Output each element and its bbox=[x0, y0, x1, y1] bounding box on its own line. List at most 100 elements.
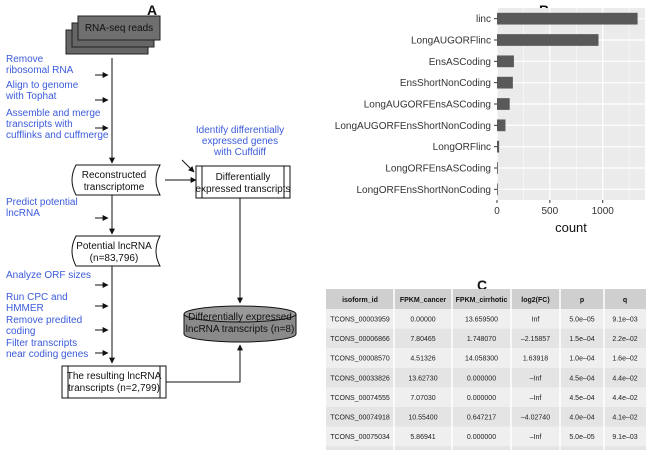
table-cell-5-2: 0.647217 bbox=[467, 415, 496, 422]
x-axis-title: count bbox=[555, 220, 587, 235]
table-cell-0-4: 5.0e–05 bbox=[569, 317, 594, 324]
table-cell-0-0: TCONS_00003959 bbox=[330, 317, 390, 324]
table-cell-2-3: 1.63918 bbox=[523, 356, 548, 363]
table-cell-6-0: TCONS_00075034 bbox=[330, 434, 390, 441]
table-cell-1-2: 1.748070 bbox=[467, 336, 496, 343]
cuffdiff-step-line-3: with Cuffdiff bbox=[213, 147, 266, 158]
table-cell-5-0: TCONS_00074918 bbox=[330, 415, 390, 422]
table-cell-5-4: 4.0e–04 bbox=[569, 415, 594, 422]
bar-LongAUGORFEnsASCoding bbox=[497, 98, 510, 110]
step-3-line-1: Assemble and merge bbox=[6, 108, 101, 119]
panel-label-a: A bbox=[147, 2, 157, 18]
category-label-EnsShortNonCoding: EnsShortNonCoding bbox=[400, 78, 491, 89]
table-cell-4-2: 0.000000 bbox=[467, 395, 496, 402]
x-tick-label-0: 0 bbox=[494, 206, 500, 217]
step-6-line-1: Run CPC and bbox=[6, 292, 68, 303]
category-label-LongAUGORFEnsASCoding: LongAUGORFEnsASCoding bbox=[364, 100, 491, 111]
table-cell-3-5: 4.4e–02 bbox=[612, 375, 637, 382]
table-header-1: FPKM_cancer bbox=[400, 297, 447, 304]
table-header-3: log2(FC) bbox=[521, 297, 549, 304]
diff-lnc-line-1: Differentially expressed bbox=[188, 312, 292, 323]
table-cell-2-2: 14.058300 bbox=[465, 356, 498, 363]
table-row bbox=[326, 426, 646, 447]
step-1-line-2: ribosomal RNA bbox=[6, 65, 74, 76]
table-cell-3-2: 0.000000 bbox=[467, 375, 496, 382]
x-tick-label-500: 500 bbox=[542, 206, 559, 217]
table-cell-0-5: 9.1e–03 bbox=[612, 317, 637, 324]
panel-label-c: C bbox=[477, 277, 487, 293]
bar-LongORFEnsASCoding bbox=[497, 162, 498, 174]
results-table: isoform_id FPKM_cancer FPKM_cirrhotic log2(… bbox=[326, 289, 646, 455]
bar-LongORFEnsShortNonCoding bbox=[497, 183, 498, 196]
table-header-5: q bbox=[623, 297, 627, 304]
x-tick-label-1000: 1000 bbox=[592, 206, 615, 217]
table-cell-5-3: –4.02740 bbox=[521, 415, 550, 422]
reconstructed-transcriptome-node bbox=[71, 164, 161, 196]
table-header-0: isoform_id bbox=[342, 297, 378, 304]
table-cell-5-1: 10.55400 bbox=[408, 415, 437, 422]
table-cell-4-3: –Inf bbox=[530, 395, 542, 402]
table-cell-6-5: 9.1e–03 bbox=[612, 434, 637, 441]
table-cell-2-0: TCONS_00008570 bbox=[330, 356, 390, 363]
table-header-2: FPKM_cirrhotic bbox=[456, 297, 508, 304]
step-3-line-2: transcripts with bbox=[6, 119, 73, 130]
table-cell-1-5: 2.2e–02 bbox=[612, 336, 637, 343]
table-cell-1-3: –2.15857 bbox=[521, 336, 550, 343]
table-row bbox=[326, 407, 646, 427]
bar-LongAUGORFEnsShortNonCoding bbox=[497, 119, 506, 132]
step-1-line-1: Remove bbox=[6, 54, 44, 65]
cuffdiff-step-line-2: expressed genes bbox=[202, 136, 278, 147]
step-4-line-2: lncRNA bbox=[6, 208, 40, 219]
table-cell-4-4: 4.5e–04 bbox=[569, 395, 594, 402]
table-cell-6-3: –Inf bbox=[530, 434, 542, 441]
table-cell-6-1: 5.86941 bbox=[410, 434, 435, 441]
table-cell-3-0: TCONS_00033826 bbox=[330, 375, 390, 382]
bar-EnsShortNonCoding bbox=[497, 76, 513, 89]
table-row bbox=[326, 348, 646, 368]
table-row bbox=[326, 328, 646, 349]
input-label: RNA-seq reads bbox=[85, 23, 153, 34]
step-2-line-1: Align to genome bbox=[6, 80, 79, 91]
category-label-LongORFlinc: LongORFlinc bbox=[433, 142, 491, 153]
step-8-line-1: Filter transcripts bbox=[6, 338, 77, 349]
step-2-line-2: with Tophat bbox=[5, 91, 57, 102]
category-label-LongORFEnsShortNonCoding: LongORFEnsShortNonCoding bbox=[356, 185, 491, 196]
table-row bbox=[326, 367, 646, 388]
bar-LongAUGORFlinc bbox=[497, 34, 599, 46]
diff-transcripts-node bbox=[195, 165, 291, 199]
result-line-2: transcripts (n=2,799) bbox=[68, 383, 160, 394]
result-line-1: The resulting lncRNA bbox=[67, 371, 162, 382]
table-cell-2-1: 4.51326 bbox=[410, 356, 435, 363]
step-5-line-1: Analyze ORF sizes bbox=[6, 270, 91, 281]
potential-line-1: Potential lncRNA bbox=[76, 241, 152, 252]
category-label-LongORFEnsASCoding: LongORFEnsASCoding bbox=[385, 164, 491, 175]
cuffdiff-step-line-1: Identify differentially bbox=[196, 125, 284, 136]
category-label-LongAUGORFlinc: LongAUGORFlinc bbox=[411, 36, 491, 47]
bars bbox=[497, 12, 638, 196]
table-header-4: p bbox=[580, 297, 584, 304]
table-cell-2-5: 1.6e–02 bbox=[612, 356, 637, 363]
bar-LongORFlinc bbox=[497, 140, 500, 153]
table-cell-0-2: 13.659500 bbox=[465, 317, 498, 324]
bar-chart: lincLongAUGORFlincEnsASCodingEnsShortNon… bbox=[335, 8, 645, 235]
potential-lncrna-node bbox=[71, 235, 161, 267]
diff-lncrna-node bbox=[183, 305, 297, 343]
potential-line-2: (n=83,796) bbox=[90, 253, 139, 264]
diff-lnc-line-2: lncRNA transcripts (n=8) bbox=[186, 324, 295, 335]
table-cell-0-1: 0.00000 bbox=[410, 317, 435, 324]
step-7-line-1: Remove predited bbox=[6, 315, 82, 326]
arrow-cuffdiff bbox=[181, 159, 195, 173]
reads-sheet-front bbox=[77, 15, 161, 41]
diff-transcripts-line-2: expressed transcripts bbox=[195, 184, 290, 195]
bar-EnsASCoding bbox=[497, 55, 514, 68]
category-labels: lincLongAUGORFlincEnsASCodingEnsShortNon… bbox=[335, 14, 497, 196]
table-row bbox=[326, 387, 646, 407]
x-ticks: 0 500 1000 bbox=[494, 200, 614, 217]
table-cell-2-4: 1.0e–04 bbox=[569, 356, 594, 363]
table-cell-6-4: 5.0e–05 bbox=[569, 434, 594, 441]
table-header-row bbox=[326, 289, 646, 309]
category-label-EnsASCoding: EnsASCoding bbox=[429, 57, 491, 68]
